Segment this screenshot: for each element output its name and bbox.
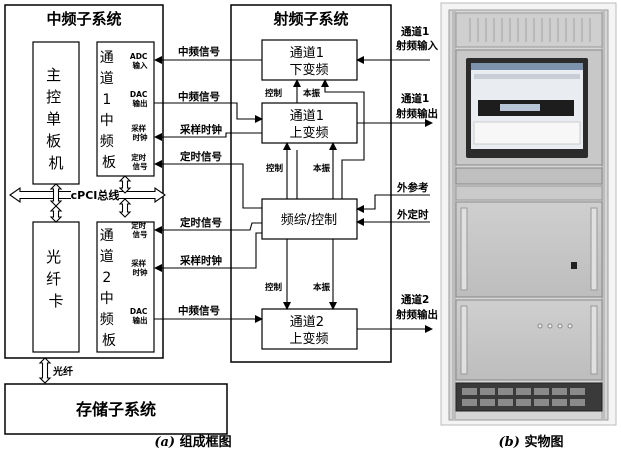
bus-link-arrows — [38, 175, 132, 384]
main-control-board-label: 主 控 单 板 机 — [46, 66, 66, 172]
ch1-timing-port: 定时 信号 — [131, 152, 149, 171]
ch2-if-board-label: 通 道 2 中 频 板 — [100, 228, 118, 349]
lo-label-2: 本振 — [313, 163, 331, 174]
lo-label-1: 本振 — [303, 88, 321, 99]
timing-signal-label-2: 定时信号 — [179, 216, 222, 229]
synth-control-label: 频综/控制 — [281, 213, 337, 228]
if-subsystem-title: 中频子系统 — [46, 10, 121, 28]
fiber-card-label: 光 纤 卡 — [46, 248, 66, 310]
ext-ref-label: 外参考 — [396, 181, 429, 194]
ch1-upconverter-label: 通道1 上变频 — [289, 109, 328, 141]
equipment-rack-photo — [440, 2, 617, 426]
rf-subsystem-title: 射频子系统 — [272, 10, 348, 28]
ch1-sample-clock-port: 采样 时钟 — [130, 123, 149, 142]
ch2-if-board-box — [96, 221, 155, 353]
ch1-rf-out-label: 通道1 射频输出 — [395, 92, 438, 120]
fiber-link-label: 光纤 — [52, 365, 73, 378]
signal-lines — [154, 56, 433, 333]
lo-label-3: 本振 — [313, 282, 331, 293]
if-signal-label-2: 中频信号 — [178, 90, 220, 103]
control-lo-labels: 控制 本振 控制 本振 控制 本振 — [265, 88, 331, 293]
ch1-dac-port: DAC 输出 — [130, 90, 150, 108]
control-label-3: 控制 — [265, 282, 283, 293]
timing-signal-label-1: 定时信号 — [179, 150, 222, 163]
ch2-timing-port: 定时 信号 — [131, 220, 149, 239]
if-signal-label-3: 中频信号 — [178, 304, 220, 317]
storage-subsystem-label: 存储子系统 — [76, 400, 156, 419]
if-signal-label-1: 中频信号 — [178, 45, 220, 58]
ext-timing-label: 外定时 — [396, 208, 429, 221]
ch1-rf-in-label: 通道1 射频输入 — [395, 25, 438, 52]
caption-a: (a) 组成框图 — [154, 434, 231, 450]
ch1-if-board-label: 通 道 1 中 频 板 — [100, 50, 118, 171]
control-label-1: 控制 — [265, 88, 283, 99]
ch2-rf-out-label: 通道2 射频输出 — [395, 293, 438, 321]
ch2-dac-port: DAC 输出 — [130, 307, 150, 325]
ch2-sample-clock-port: 采样 时钟 — [130, 258, 149, 277]
sample-clock-label-1: 采样时钟 — [179, 123, 222, 136]
if-subsystem-frame — [4, 4, 164, 359]
external-labels: 通道1 射频输入 通道1 射频输出 外参考 外定时 通道2 射频输出 — [395, 25, 438, 321]
ch1-adc-port: ADC 输入 — [130, 52, 150, 70]
signal-labels: 中频信号 中频信号 采样时钟 定时信号 定时信号 采样时钟 中频信号 — [178, 45, 222, 317]
caption-b: (b) 实物图 — [499, 434, 564, 450]
sample-clock-label-2: 采样时钟 — [179, 254, 222, 267]
storage-subsystem-box — [4, 383, 228, 435]
rf-subsystem-frame — [230, 4, 392, 363]
cpci-bus-label: cPCI总线 — [71, 188, 120, 202]
bus-label-bg — [71, 187, 119, 202]
ch1-downconverter-label: 通道1 下变频 — [289, 46, 328, 78]
control-label-2: 控制 — [266, 163, 284, 174]
ch2-upconverter-label: 通道2 上变频 — [289, 315, 328, 347]
